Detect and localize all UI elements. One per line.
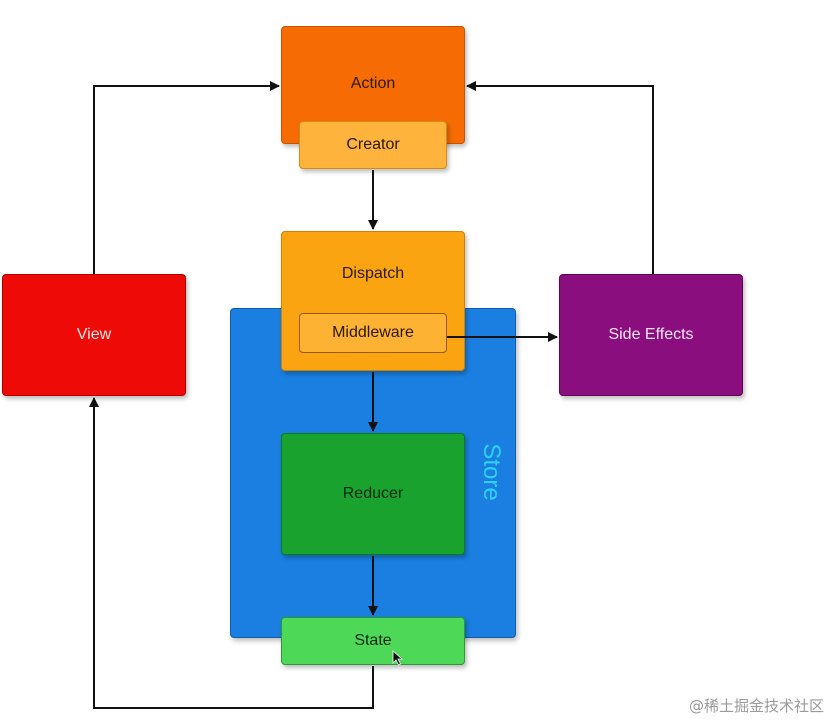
arrow-side-effects-to-action [466, 81, 654, 274]
arrow-view-to-action [93, 81, 280, 274]
creator-node: Creator [299, 121, 447, 169]
reducer-node: Reducer [281, 433, 465, 555]
watermark: @稀土掘金技术社区 [688, 697, 824, 715]
side-effects-node: Side Effects [559, 274, 743, 396]
middleware-node: Middleware [299, 313, 447, 353]
arrow-state-to-view [89, 397, 374, 709]
mouse-pointer-icon [392, 650, 404, 666]
